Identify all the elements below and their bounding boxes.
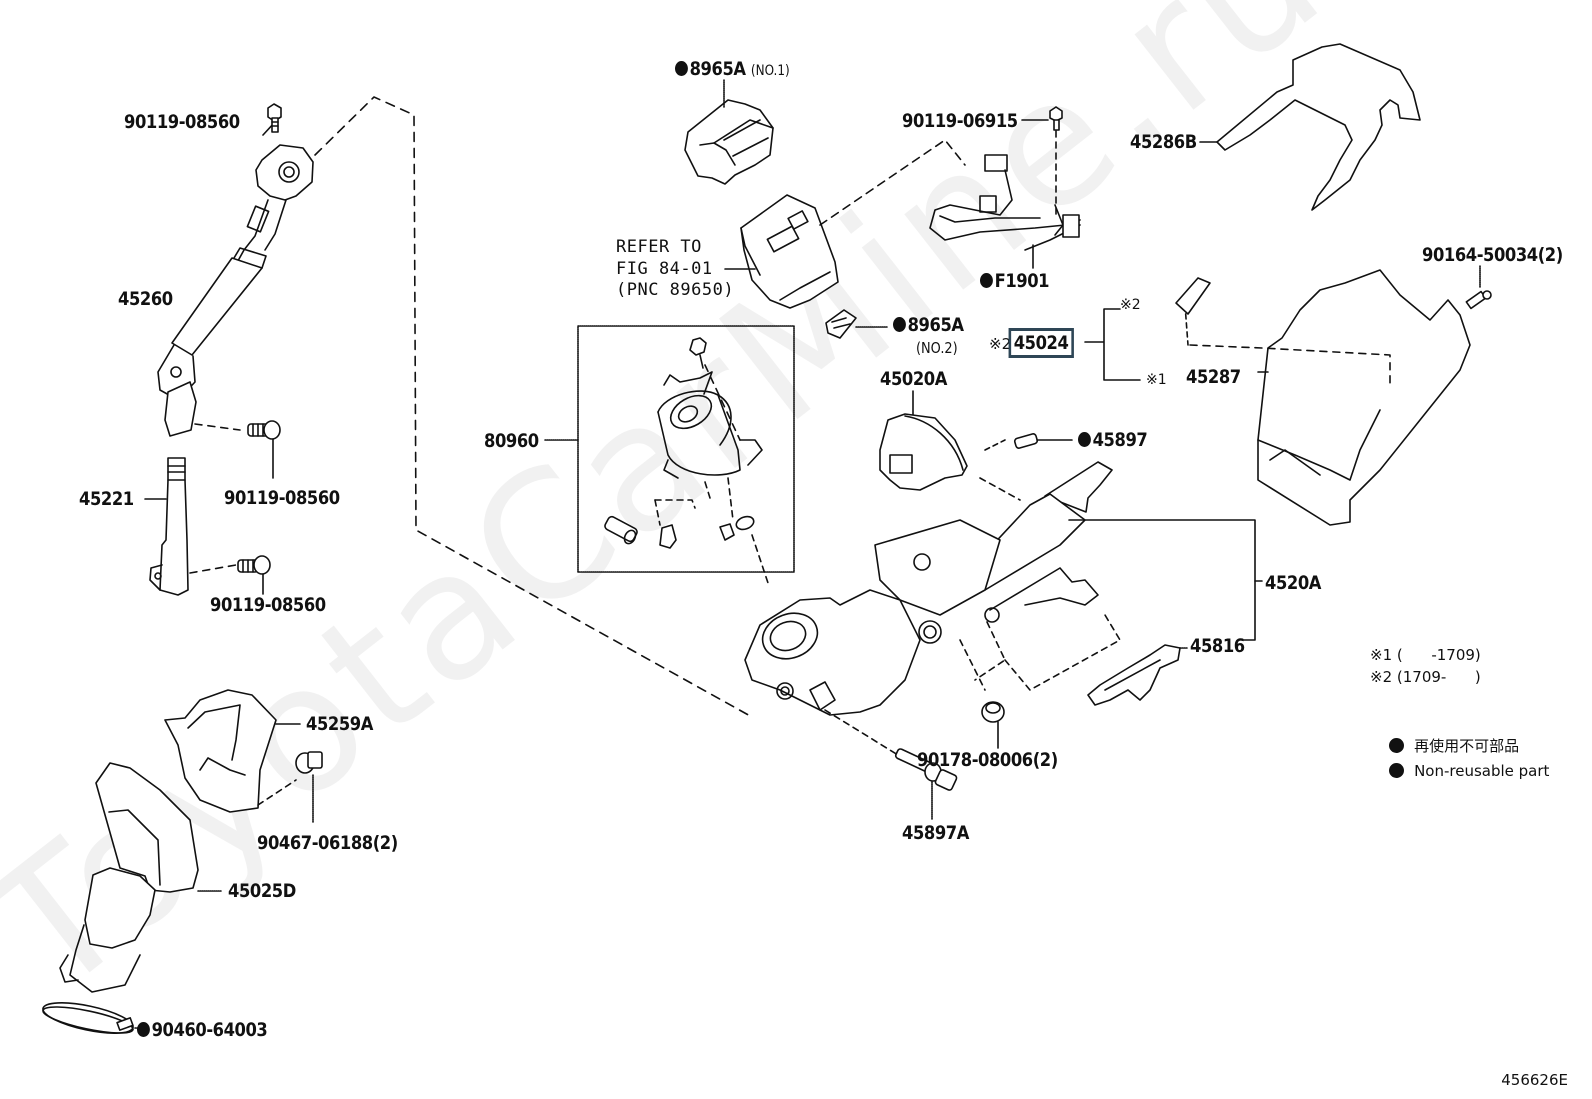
label-90164-50034[interactable]: 90164-50034(2) (1422, 244, 1563, 266)
label-sticker[interactable] (1175, 277, 1211, 315)
label-90119-08560-mid[interactable]: 90119-08560 (224, 487, 340, 509)
label-45260[interactable]: 45260 (118, 288, 173, 310)
clip-90467-06188[interactable] (295, 751, 323, 824)
intermediate-shaft-45260[interactable] (157, 121, 314, 437)
label-45024-branch2-mark: ※2 (1120, 297, 1141, 313)
label-45286B[interactable]: 45286B (1130, 131, 1197, 153)
label-45024[interactable]: 45024 (1008, 328, 1074, 358)
label-45025D[interactable]: 45025D (228, 880, 296, 902)
label-45221[interactable]: 45221 (79, 488, 134, 510)
refer-note-line2[interactable]: FIG 84-01 (616, 259, 713, 279)
label-90460-64003[interactable]: 90460-64003 (137, 1019, 268, 1041)
screw-90164-50034[interactable] (1465, 265, 1492, 310)
figure-number: 456626E (1501, 1071, 1568, 1089)
motor-80960[interactable] (604, 337, 769, 584)
bolt-45897[interactable] (1013, 433, 1073, 449)
label-8965A-no2-sub: (NO.2) (916, 339, 958, 357)
non-reusable-dot-icon (137, 1022, 150, 1037)
bracket-45024 (1084, 308, 1141, 381)
label-45897[interactable]: 45897 (1078, 429, 1148, 451)
note-2: ※2 (1709- ) (1370, 668, 1481, 686)
label-45287[interactable]: 45287 (1186, 366, 1241, 388)
harness-F1901[interactable] (929, 154, 1081, 269)
non-reusable-dot-icon (675, 61, 688, 76)
label-45020A[interactable]: 45020A (880, 368, 947, 390)
label-45024-mark: ※2 (989, 335, 1012, 353)
legend-en: Non-reusable part (1370, 738, 1549, 804)
bolt-90119-06915[interactable] (1021, 106, 1063, 216)
refer-note-line3: (PNC 89650) (616, 280, 735, 300)
label-45287-mark: ※1 (1146, 372, 1167, 388)
cover-45287[interactable] (1184, 269, 1471, 526)
non-reusable-dot-icon (980, 273, 993, 288)
shaft-45221[interactable] (144, 457, 189, 596)
label-8965A-no2[interactable]: 8965A (893, 314, 964, 336)
box-80960 (577, 325, 795, 573)
label-4520A[interactable]: 4520A (1265, 572, 1321, 594)
dashed-line-shaft-column (314, 96, 753, 718)
label-45816[interactable]: 45816 (1190, 635, 1245, 657)
label-90178-08006[interactable]: 90178-08006(2) (917, 749, 1058, 771)
cover-8965A-no1[interactable] (684, 79, 774, 185)
leader-4520A (1068, 519, 1256, 641)
note-1: ※1 ( -1709) (1370, 646, 1481, 664)
label-90119-06915[interactable]: 90119-06915 (902, 110, 1018, 132)
bolt-90119-08560-mid[interactable] (247, 420, 281, 479)
label-F1901[interactable]: F1901 (980, 270, 1050, 292)
clamp-90460-64003[interactable] (41, 997, 139, 1040)
label-90119-08560-top[interactable]: 90119-08560 (124, 111, 240, 133)
bolt-90119-08560-top[interactable] (267, 103, 282, 133)
cover-45286B[interactable] (1199, 43, 1421, 211)
label-80960[interactable]: 80960 (484, 430, 539, 452)
nut-90178-08006[interactable] (981, 701, 1005, 749)
part-8965A-no2[interactable] (825, 309, 889, 339)
refer-note-line1: REFER TO (616, 237, 702, 257)
cover-45259A[interactable] (164, 689, 301, 813)
highlighted-part-45024[interactable]: 45024 (1008, 328, 1074, 358)
ecu-module-89650[interactable] (724, 139, 966, 309)
bolt-45897A[interactable] (824, 709, 958, 821)
label-90467-06188[interactable]: 90467-06188(2) (257, 832, 398, 854)
label-8965A-no1[interactable]: 8965A (NO.1) (675, 58, 790, 82)
bracket-45816[interactable] (1087, 644, 1189, 706)
non-reusable-dot-icon (1389, 738, 1405, 753)
non-reusable-dot-icon (893, 317, 906, 332)
non-reusable-dot-icon (1389, 763, 1405, 778)
bolt-90119-08560-low[interactable] (237, 555, 271, 595)
label-90119-08560-low[interactable]: 90119-08560 (210, 594, 326, 616)
label-45897A[interactable]: 45897A (902, 822, 969, 844)
legend-jp: 再使用不可部品 (1370, 713, 1519, 779)
steering-column-4520A[interactable] (744, 461, 1263, 716)
non-reusable-dot-icon (1078, 432, 1091, 447)
part-45020A[interactable] (879, 390, 1021, 501)
boot-45025D[interactable] (59, 762, 223, 993)
label-45259A[interactable]: 45259A (306, 713, 373, 735)
